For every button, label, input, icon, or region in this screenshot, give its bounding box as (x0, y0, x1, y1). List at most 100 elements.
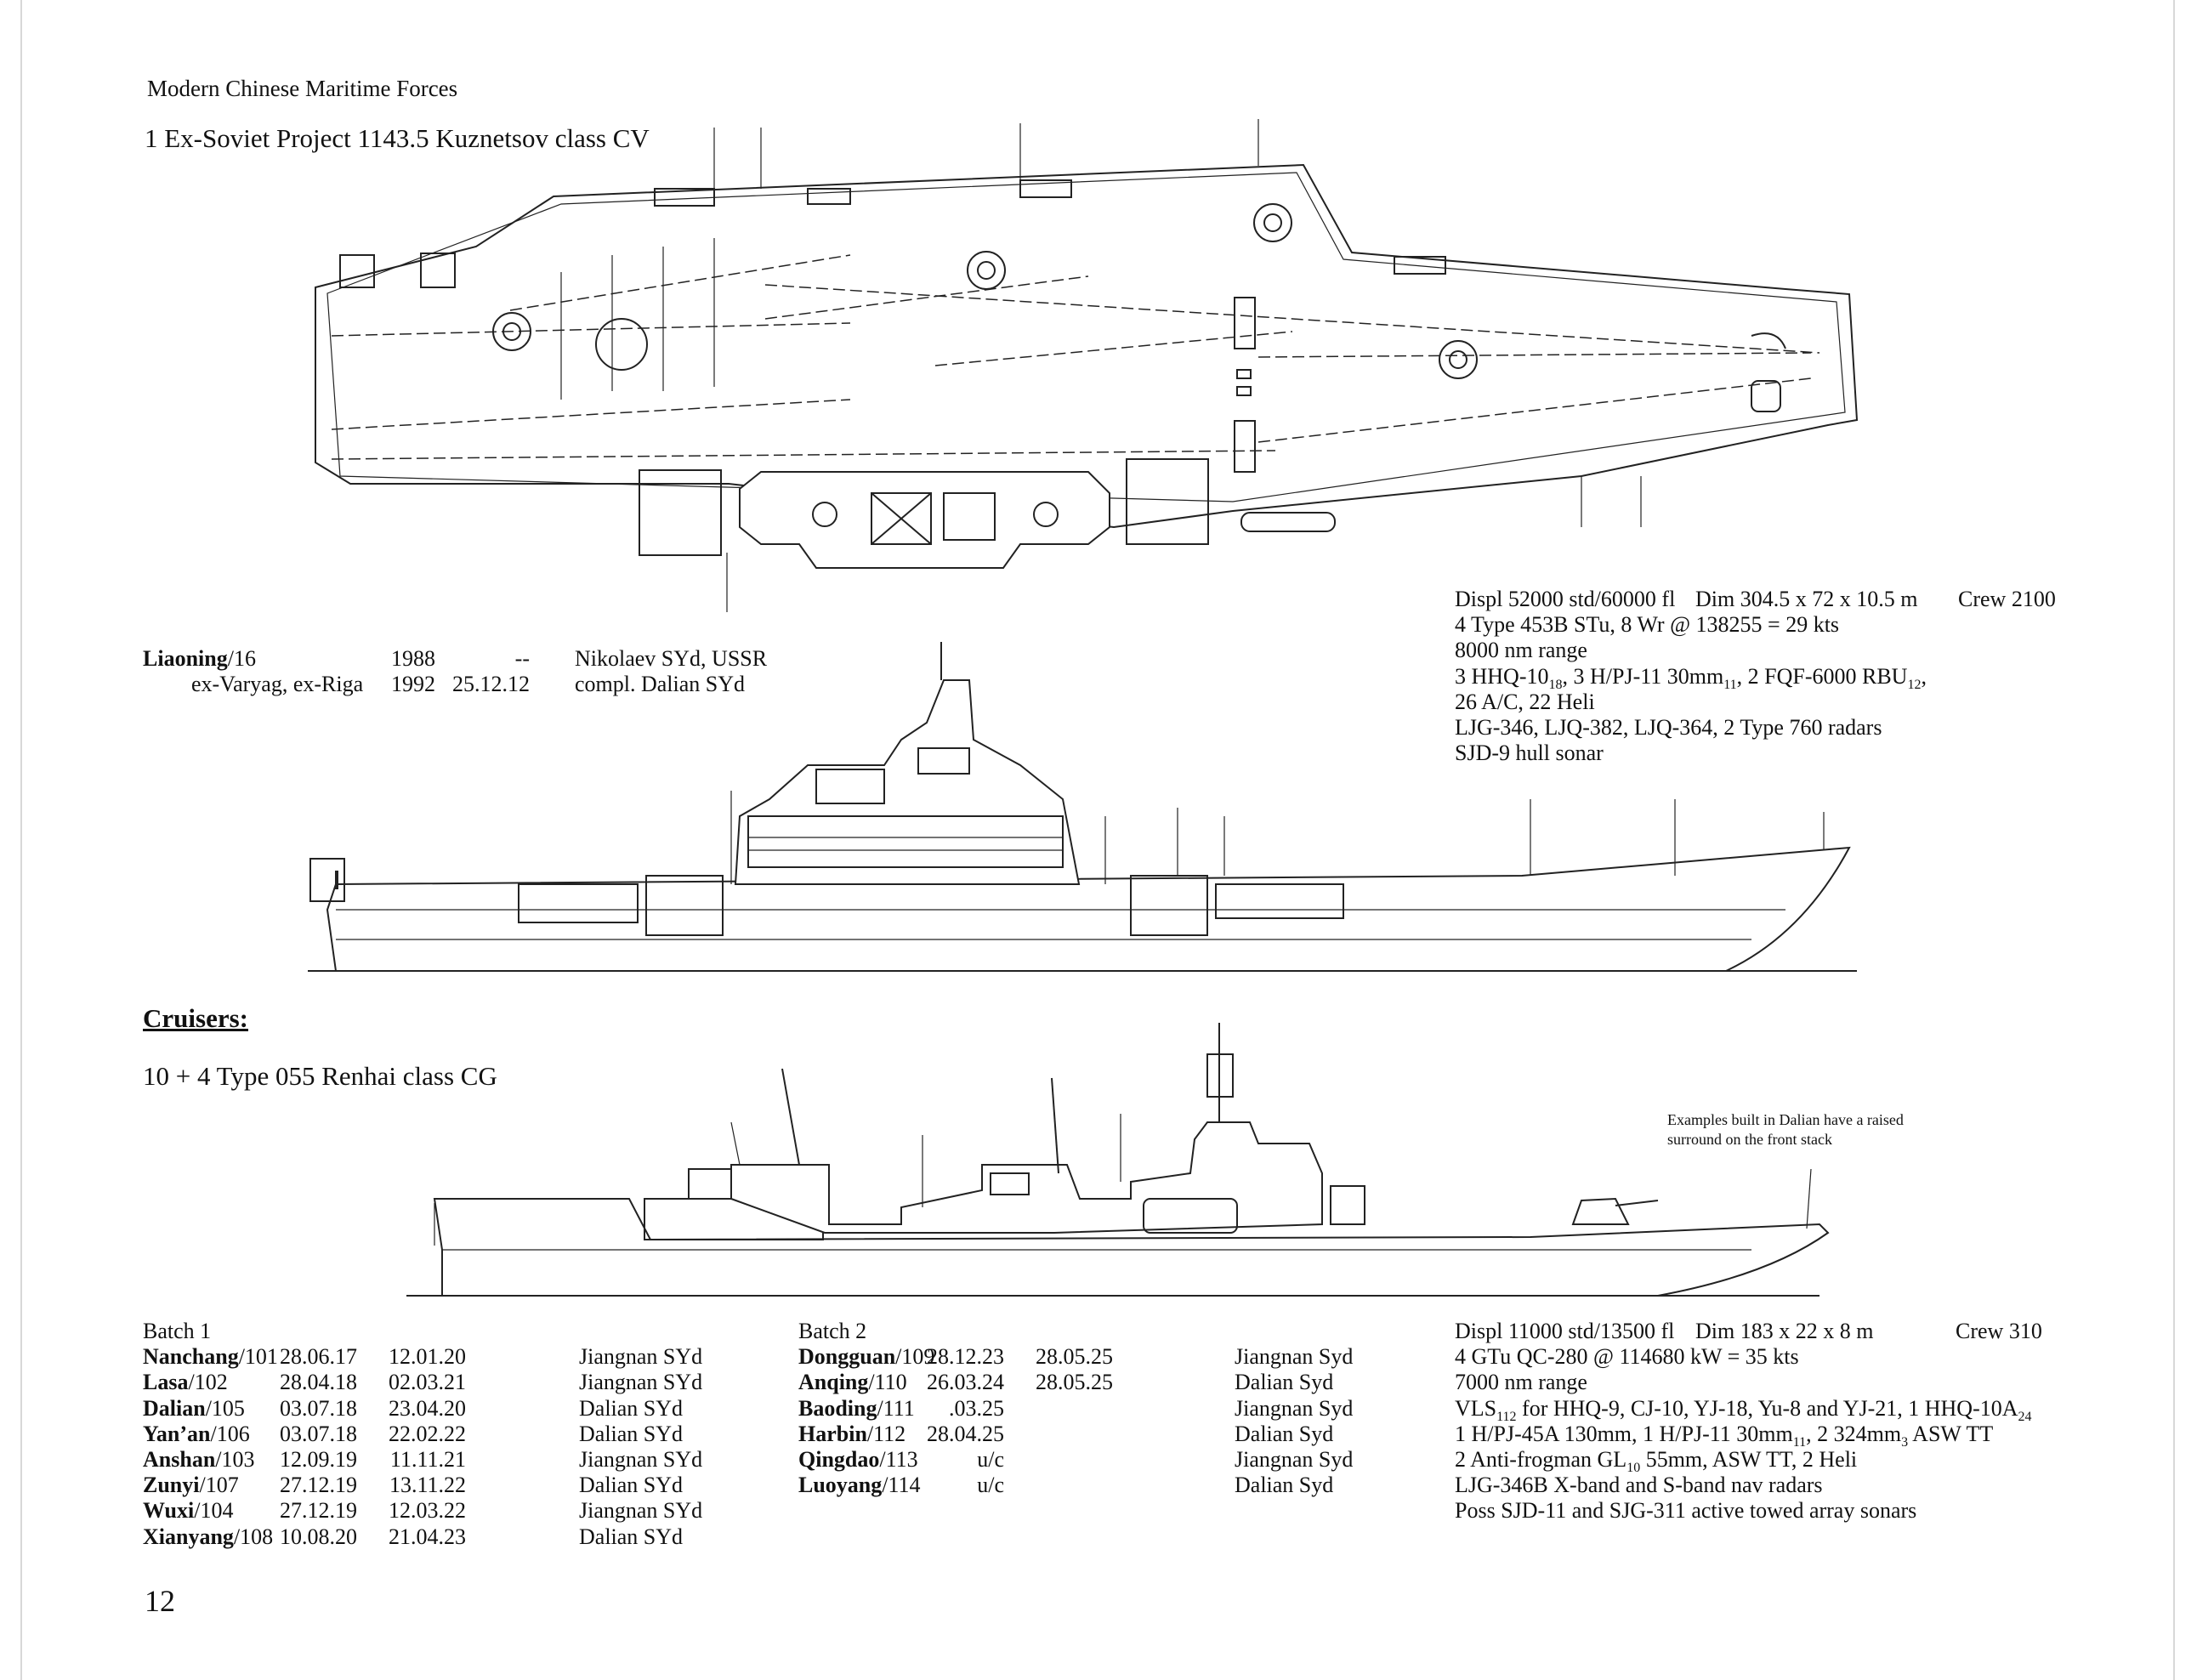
ship-name-cell: Zunyi/107 (143, 1473, 239, 1498)
commissioned: 28.05.25 (1036, 1344, 1113, 1370)
laid-down: 28.06.17 (280, 1344, 357, 1370)
ship-name: Zunyi (143, 1473, 200, 1498)
radars: LJG-346B X-band and S-band nav radars (1455, 1473, 1823, 1498)
shipyard: Jiangnan SYd (579, 1370, 703, 1395)
ship-name: Anqing (798, 1370, 869, 1395)
ship-name: Dalian (143, 1395, 206, 1421)
radars: LJG-346, LJQ-382, LJQ-364, 2 Type 760 ra… (1455, 715, 1882, 740)
laid-down: 12.09.19 (280, 1446, 357, 1472)
aircraft: 26 A/C, 22 Heli (1455, 689, 1595, 714)
ship-name-cell: Harbin/112 (798, 1422, 905, 1447)
completion-yard: compl. Dalian SYd (575, 672, 746, 697)
ship-name: Liaoning (143, 646, 228, 671)
laid-down: u/c (977, 1446, 1004, 1472)
ship-name: Qingdao (798, 1446, 880, 1472)
laid-down: 28.04.18 (280, 1370, 357, 1395)
commissioned: 25.12.12 (452, 672, 530, 697)
shipyard: Jiangnan Syd (1235, 1395, 1354, 1421)
page-edge-left (20, 0, 22, 1680)
pennant: /112 (866, 1421, 906, 1446)
pennant: /104 (194, 1498, 234, 1524)
shipyard: Dalian SYd (579, 1421, 684, 1446)
commissioned: 02.03.21 (389, 1370, 466, 1395)
section-heading-cruisers: Cruisers: (143, 1003, 248, 1033)
ship-name-cell: Yan’an/106 (143, 1422, 250, 1447)
ship-name-cell: Anqing/110 (798, 1370, 907, 1395)
machinery: 4 GTu QC-280 @ 114680 kW = 35 kts (1455, 1344, 1799, 1370)
shipyard: Dalian SYd (579, 1524, 684, 1549)
crew: Crew 310 (1956, 1319, 2042, 1343)
ship-name: Xianyang (143, 1524, 234, 1549)
laid-down: 28.12.23 (927, 1344, 1004, 1370)
ship-name-cell: Lasa/102 (143, 1370, 228, 1395)
laid-down: 28.04.25 (927, 1421, 1004, 1446)
ship-name-cell: Xianyang/108 (143, 1524, 273, 1550)
laid-down: .03.25 (949, 1395, 1004, 1421)
ship-name-cell: Anshan/103 (143, 1447, 255, 1473)
cruiser-class-title: 10 + 4 Type 055 Renhai class CG (143, 1061, 497, 1091)
commissioned: 23.04.20 (389, 1395, 466, 1421)
ship-name: Anshan (143, 1446, 216, 1472)
ship-name: Dongguan (798, 1344, 896, 1370)
builder: Nikolaev SYd, USSR (575, 646, 768, 671)
ship-name: Luoyang (798, 1473, 883, 1498)
pennant: /110 (868, 1370, 907, 1395)
ship-name: Lasa (143, 1370, 189, 1395)
ship-name: Wuxi (143, 1498, 195, 1524)
shipyard: Jiangnan Syd (1235, 1446, 1354, 1472)
commissioned: 13.11.22 (389, 1473, 466, 1498)
ship-name: Harbin (798, 1421, 867, 1446)
table-row: Liaoning/16 1988 -- Nikolaev SYd, USSR (143, 646, 768, 671)
anti-frogman-armament: 2 Anti-frogman GL10 55mm, ASW TT, 2 Heli (1455, 1447, 1858, 1475)
ship-name-cell: Dalian/105 (143, 1396, 245, 1422)
pennant: /108 (233, 1524, 274, 1549)
shipyard: Jiangnan SYd (579, 1498, 703, 1524)
ship-name-cell: Dongguan/109 (798, 1344, 934, 1370)
vls-armament: VLS112 for HHQ-9, CJ-10, YJ-18, Yu-8 and… (1455, 1395, 2032, 1424)
sonars: Poss SJD-11 and SJG-311 active towed arr… (1455, 1498, 1917, 1524)
pennant: /103 (215, 1446, 255, 1472)
table-row: Lasa/102 28.04.18 02.03.21 Jiangnan SYd (143, 1370, 789, 1395)
ship-name-cell: Nanchang/101 (143, 1344, 278, 1370)
batch2-label: Batch 2 (798, 1319, 867, 1343)
laid-down: 03.07.18 (280, 1421, 357, 1446)
pennant: /113 (879, 1446, 918, 1472)
dimensions: Dim 304.5 x 72 x 10.5 m (1695, 587, 1918, 611)
shipyard: Dalian SYd (579, 1395, 684, 1421)
shipyard: Jiangnan Syd (1235, 1344, 1354, 1370)
laid-down: 1988 (391, 646, 435, 671)
launched: 1992 (391, 672, 435, 697)
table-row: Wuxi/104 27.12.19 12.03.22 Jiangnan SYd (143, 1498, 789, 1524)
pennant: /102 (188, 1370, 228, 1395)
carrier-class-title: 1 Ex-Soviet Project 1143.5 Kuznetsov cla… (145, 123, 650, 153)
shipyard: Jiangnan SYd (579, 1344, 703, 1370)
carrier-plan-view-drawing (315, 119, 1859, 612)
table-row: Baoding/111 .03.25 Jiangnan Syd (798, 1396, 1445, 1422)
batch1-label: Batch 1 (143, 1319, 212, 1343)
shipyard: Dalian Syd (1235, 1473, 1334, 1498)
commissioned: 21.04.23 (389, 1524, 466, 1549)
laid-down: 27.12.19 (280, 1498, 357, 1524)
running-title: Modern Chinese Maritime Forces (147, 76, 458, 101)
cruiser-side-view-drawing (406, 1023, 1830, 1297)
ship-name-cell: Luoyang/114 (798, 1473, 921, 1498)
ship-name-cell: Baoding/111 (798, 1396, 915, 1422)
pennant: /114 (882, 1473, 921, 1498)
ship-name: Yan’an (143, 1421, 211, 1446)
table-row: Qingdao/113 u/c Jiangnan Syd (798, 1447, 1445, 1473)
commissioned: 12.03.22 (389, 1498, 466, 1524)
commissioned: 12.01.20 (389, 1344, 466, 1370)
shipyard: Dalian SYd (579, 1473, 684, 1498)
table-row: ex-Varyag, ex-Riga 1992 25.12.12 compl. … (143, 672, 823, 697)
laid-down: 03.07.18 (280, 1395, 357, 1421)
pennant: /109 (895, 1344, 935, 1370)
